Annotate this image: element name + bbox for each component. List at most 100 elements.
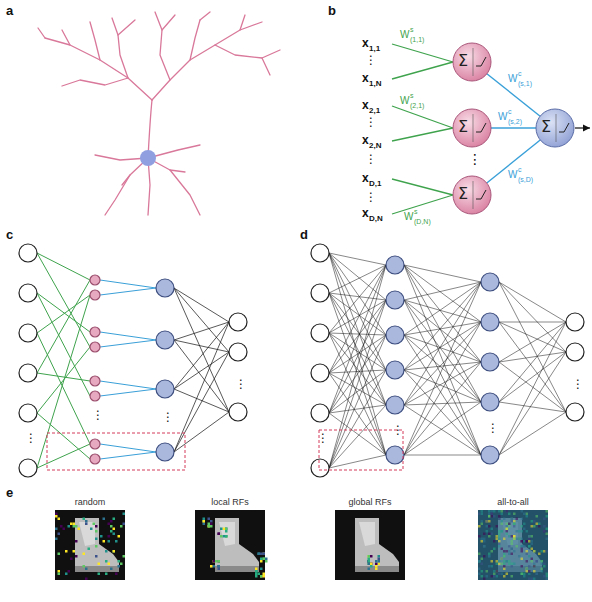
rf-pixel — [531, 525, 534, 528]
rf-pixel — [115, 540, 118, 543]
weight-line — [329, 373, 386, 405]
hidden-unit — [156, 443, 174, 461]
rf-pixel — [483, 545, 486, 548]
weight-line — [499, 322, 566, 455]
rf-pixel — [110, 568, 113, 571]
rf-pixel — [208, 525, 211, 528]
synapse-weight: (1,1) — [410, 36, 424, 43]
dendrite-unit — [90, 391, 100, 401]
rf-pixel — [110, 525, 113, 528]
rf-pixel — [498, 535, 501, 538]
rf-pixel — [511, 548, 514, 551]
rf-pixel — [110, 530, 113, 533]
rf-pixel — [108, 535, 111, 538]
input-symbol: x — [362, 207, 369, 219]
rf-pixel — [370, 563, 373, 566]
rf-pixel — [218, 560, 221, 563]
unit-circle — [453, 43, 491, 81]
rf-pixel — [483, 538, 486, 541]
rf-pixel — [491, 513, 494, 516]
weight-line — [404, 322, 481, 405]
panel-letter: e — [6, 486, 13, 499]
rf-pixel — [533, 565, 536, 568]
weight-line — [329, 265, 386, 413]
weight-line — [174, 288, 229, 412]
relu-symbol — [559, 123, 569, 132]
rf-pixel — [210, 523, 213, 526]
rf-pixel — [508, 525, 511, 528]
rf-pixel — [98, 563, 101, 566]
rf-pixel — [203, 520, 206, 523]
rf-pixel — [263, 553, 266, 556]
rf-pixel — [263, 558, 266, 561]
output-arrow — [575, 127, 590, 128]
rf-pixel — [370, 563, 373, 566]
input-index: 2,N — [369, 142, 381, 150]
rf-pixel — [83, 518, 86, 521]
rf-pixel — [123, 523, 126, 526]
rf-pixel — [63, 528, 66, 531]
rf-pixel — [528, 578, 531, 581]
synapse-weight: (D,N) — [414, 218, 431, 225]
rf-pixel — [541, 560, 544, 563]
branch-line — [100, 288, 156, 295]
hidden-unit — [481, 446, 499, 464]
weight-line — [404, 265, 481, 362]
weight-line — [329, 253, 386, 335]
input-symbol: x — [362, 134, 369, 146]
rf-pixel — [528, 540, 531, 543]
rf-pixel — [508, 545, 511, 548]
synapse-line — [392, 44, 453, 62]
rf-pixel — [120, 563, 123, 566]
weight-line — [329, 265, 386, 293]
rf-pixel — [68, 570, 71, 573]
rf-pixel — [526, 553, 529, 556]
branch-line — [100, 280, 156, 288]
rf-pixel — [85, 568, 88, 571]
rf-pixel — [483, 578, 486, 581]
rf-pixel — [506, 510, 509, 513]
rf-pixel — [73, 525, 76, 528]
rf-pixel — [518, 538, 521, 541]
weight-line — [329, 293, 386, 455]
synapse-weight: s — [414, 208, 418, 215]
synapse-line — [37, 253, 90, 347]
input-unit — [19, 404, 37, 422]
rf-pixel — [491, 528, 494, 531]
rf-pixel — [496, 575, 499, 578]
rf-pixel — [501, 520, 504, 523]
image-title: random — [75, 498, 106, 507]
synapse-line — [392, 128, 453, 141]
rf-pixel — [213, 565, 216, 568]
hidden-unit — [386, 291, 404, 309]
weight-line — [404, 402, 481, 405]
rf-pixel — [496, 563, 499, 566]
synapse-line — [37, 295, 90, 468]
input-unit — [19, 324, 37, 342]
rf-pixel — [511, 563, 514, 566]
rf-pixel — [508, 560, 511, 563]
rf-pixel — [491, 510, 494, 513]
rf-pixel — [528, 565, 531, 568]
input-unit — [311, 284, 329, 302]
rf-pixel — [531, 543, 534, 546]
rf-pixel — [488, 555, 491, 558]
rf-pixel — [108, 563, 111, 566]
branch-weight: W — [508, 170, 517, 180]
rf-pixel — [65, 550, 68, 553]
rf-pixel — [263, 575, 266, 578]
boot-shape — [75, 518, 119, 572]
input-unit — [311, 404, 329, 422]
output-unit — [566, 313, 584, 331]
ellipsis-dots: ⋮ — [92, 409, 104, 421]
rf-pixel — [370, 565, 373, 568]
rf-pixel — [481, 563, 484, 566]
rf-pixel — [255, 570, 258, 573]
rf-pixel — [481, 540, 484, 543]
rf-pixel — [368, 555, 371, 558]
rf-pixel — [213, 560, 216, 563]
rf-pixel — [85, 578, 88, 581]
branch-weight: c — [518, 166, 522, 173]
rf-pixel — [513, 535, 516, 538]
